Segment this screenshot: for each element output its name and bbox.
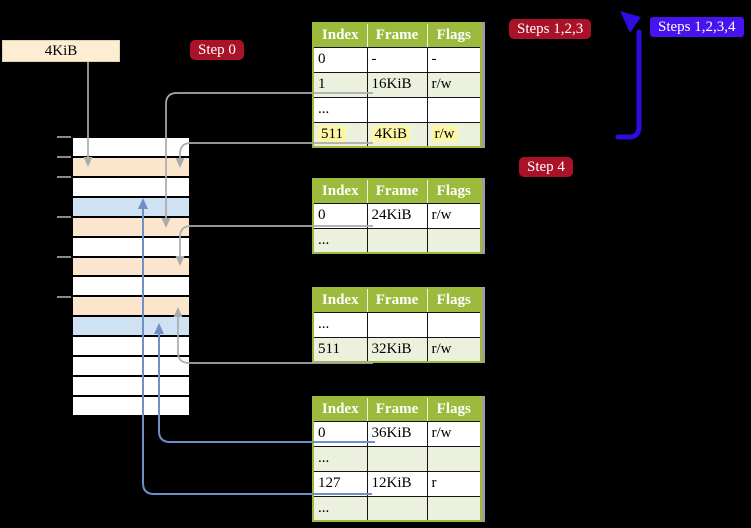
cell-frame [366, 96, 428, 123]
memory-row-white [73, 337, 189, 358]
address-tick-marks [57, 136, 71, 298]
page-table-3: Index Frame Flags ... 511 32KiB r/w [312, 287, 482, 363]
memory-row-peach [73, 157, 189, 178]
page-table-4: Index Frame Flags 0 36KiB r/w ... 127 12… [312, 396, 482, 522]
col-header-index: Index [313, 179, 368, 204]
cell-flags: r/w [426, 71, 482, 98]
cell-flags: - [426, 46, 482, 73]
table-row: ... [312, 495, 482, 522]
cell-flags: r/w [426, 420, 482, 447]
cell-flags [426, 445, 482, 472]
col-header-flags: Flags [427, 288, 481, 313]
cell-frame: 12KiB [366, 470, 428, 497]
cell-flags [426, 311, 482, 338]
physical-memory-stack [72, 137, 190, 416]
col-header-flags: Flags [427, 397, 481, 422]
memory-row-peach [73, 297, 189, 318]
cell-index: 0 [312, 202, 368, 229]
cell-flags: r [426, 470, 482, 497]
cell-flags: r/w [426, 121, 482, 148]
col-header-flags: Flags [427, 23, 481, 48]
col-header-frame: Frame [367, 288, 428, 313]
col-header-index: Index [313, 397, 368, 422]
memory-row-white [73, 138, 189, 158]
col-header-flags: Flags [427, 179, 481, 204]
cell-index: 0 [312, 46, 368, 73]
cell-index: ... [312, 311, 368, 338]
table-row: 1 16KiB r/w [312, 71, 482, 98]
step4-badge: Step 4 [519, 157, 573, 177]
table-row: 0 36KiB r/w [312, 420, 482, 447]
cell-frame: 16KiB [366, 71, 428, 98]
cell-flags [426, 96, 482, 123]
highlight-text: r/w [431, 125, 458, 142]
cell-index: 511 [312, 121, 368, 148]
cell-index: ... [312, 445, 368, 472]
page-table-2: Index Frame Flags 0 24KiB r/w ... [312, 178, 482, 254]
cell-index: 1 [312, 71, 368, 98]
col-header-frame: Frame [367, 397, 428, 422]
cell-flags: r/w [426, 202, 482, 229]
cell-index: ... [312, 96, 368, 123]
table-row-highlighted: 511 4KiB r/w [312, 121, 482, 148]
cell-frame: 36KiB [366, 420, 428, 447]
cell-index: 127 [312, 470, 368, 497]
table-row: ... [312, 445, 482, 472]
table-row: 0 - - [312, 46, 482, 73]
cell-frame [366, 311, 428, 338]
memory-row-peach [73, 257, 189, 278]
memory-row-peach [73, 217, 189, 238]
cell-frame [366, 445, 428, 472]
cell-frame: 32KiB [366, 336, 428, 363]
table-row: 0 24KiB r/w [312, 202, 482, 229]
page-table-1: Index Frame Flags 0 - - 1 16KiB r/w ... … [312, 22, 482, 148]
col-header-index: Index [313, 288, 368, 313]
thick-steps-arrowhead [620, 11, 641, 33]
cell-index: ... [312, 227, 368, 254]
memory-row-blue [73, 317, 189, 338]
col-header-frame: Frame [367, 179, 428, 204]
col-header-frame: Frame [367, 23, 428, 48]
frame-size-label: 4KiB [2, 40, 120, 62]
step0-badge: Step 0 [190, 40, 244, 60]
thick-steps-arrow [615, 29, 642, 140]
cell-frame: 24KiB [366, 202, 428, 229]
memory-row-white [73, 357, 189, 378]
cell-frame [366, 495, 428, 522]
memory-row-white [73, 177, 189, 198]
table-row: 511 32KiB r/w [312, 336, 482, 363]
memory-row-blue [73, 197, 189, 218]
highlight-text: 4KiB [371, 125, 411, 142]
memory-row-white [73, 377, 189, 397]
cell-flags: r/w [426, 336, 482, 363]
cell-index: ... [312, 495, 368, 522]
table-row: 127 12KiB r [312, 470, 482, 497]
table-row: ... [312, 96, 482, 123]
table-row: ... [312, 311, 482, 338]
table-row: ... [312, 227, 482, 254]
cell-frame: - [366, 46, 428, 73]
cell-index: 511 [312, 336, 368, 363]
steps123-badge: Steps 1,2,3 [509, 19, 592, 39]
memory-row-white [73, 237, 189, 258]
memory-row-white [73, 277, 189, 298]
col-header-index: Index [313, 23, 368, 48]
cell-index: 0 [312, 420, 368, 447]
memory-row-white [73, 396, 189, 415]
highlight-text: 511 [318, 125, 346, 142]
cell-frame [366, 227, 428, 254]
cell-flags [426, 227, 482, 254]
steps1234-badge: Steps 1,2,3,4 [650, 17, 744, 37]
cell-flags [426, 495, 482, 522]
cell-frame: 4KiB [366, 121, 428, 148]
